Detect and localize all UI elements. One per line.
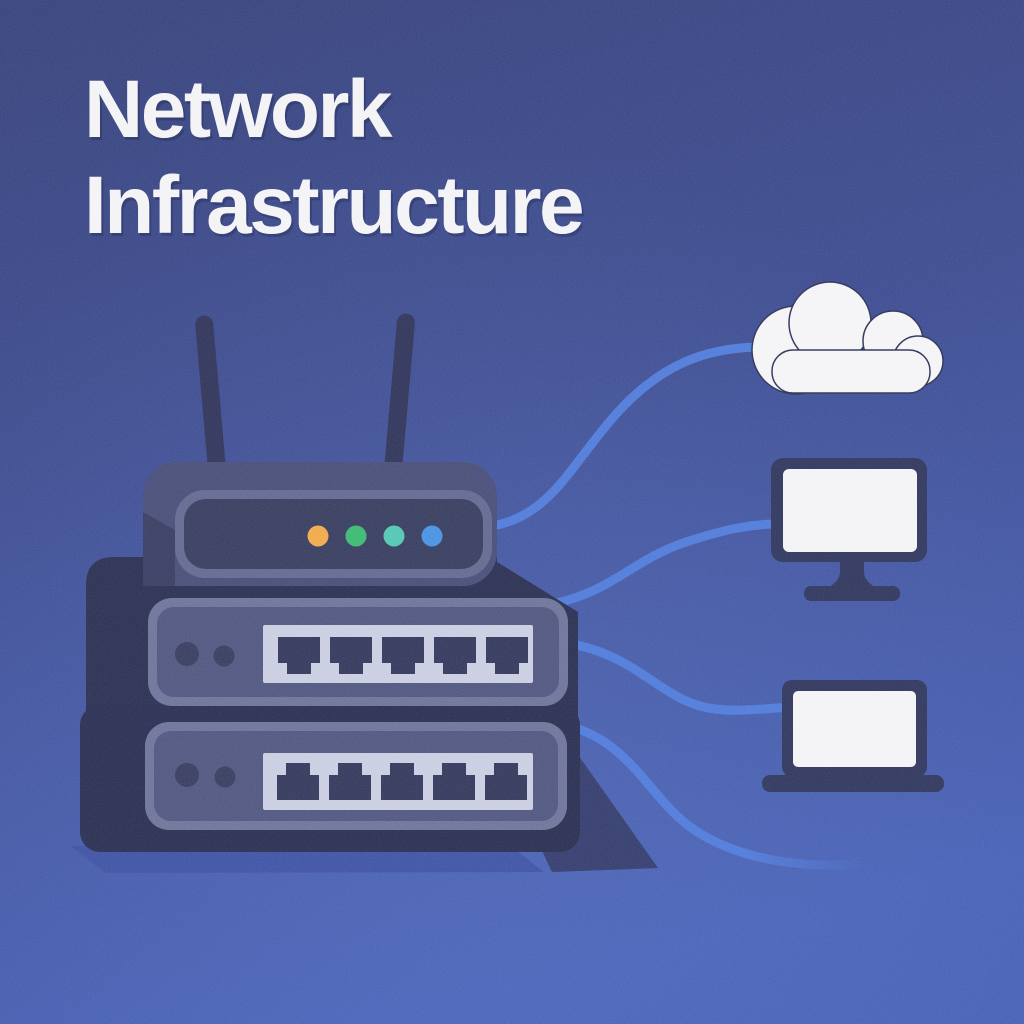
title-line-2: Infrastructure [84, 159, 585, 251]
title-line-1: Network [84, 64, 393, 155]
page-title: Network Infrastructure [84, 62, 585, 254]
